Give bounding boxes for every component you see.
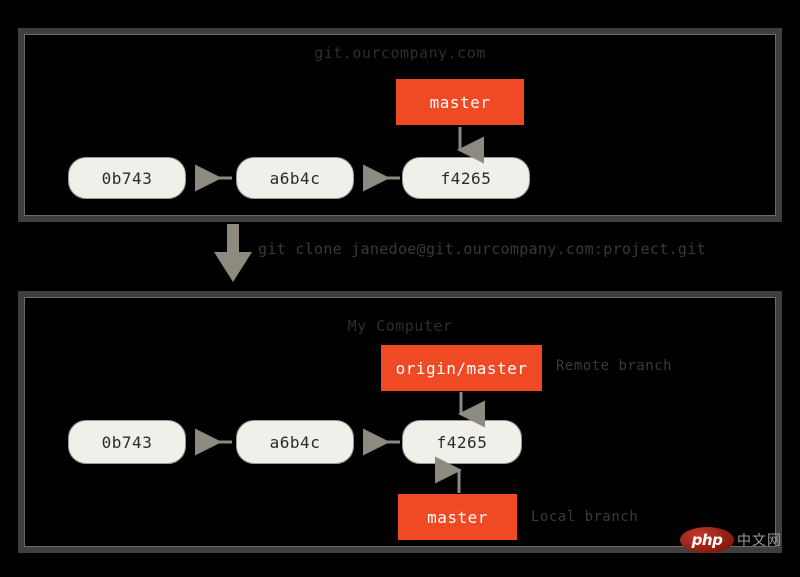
arrow-clone-transfer — [214, 224, 252, 282]
commit-node-local-f4265[interactable]: f4265 — [402, 420, 522, 464]
commit-node-local-0b743[interactable]: 0b743 — [68, 420, 186, 464]
annotation-remote-branch: Remote branch — [556, 358, 673, 374]
commit-node-remote-f4265[interactable]: f4265 — [402, 157, 530, 199]
php-logo-icon: php — [680, 527, 734, 553]
clone-command-caption: git clone janedoe@git.ourcompany.com:pro… — [258, 240, 706, 258]
branch-label-origin-master[interactable]: origin/master — [381, 345, 542, 391]
commit-node-remote-a6b4c[interactable]: a6b4c — [236, 157, 354, 199]
remote-server-title: git.ourcompany.com — [314, 44, 486, 62]
watermark: php 中文网 — [680, 525, 784, 555]
commit-node-remote-0b743[interactable]: 0b743 — [68, 157, 186, 199]
commit-node-local-a6b4c[interactable]: a6b4c — [236, 420, 354, 464]
annotation-local-branch: Local branch — [531, 509, 639, 525]
local-computer-title: My Computer — [347, 317, 453, 335]
branch-label-local-master[interactable]: master — [398, 494, 517, 540]
watermark-text: 中文网 — [737, 533, 782, 549]
branch-label-remote-master[interactable]: master — [396, 79, 524, 125]
